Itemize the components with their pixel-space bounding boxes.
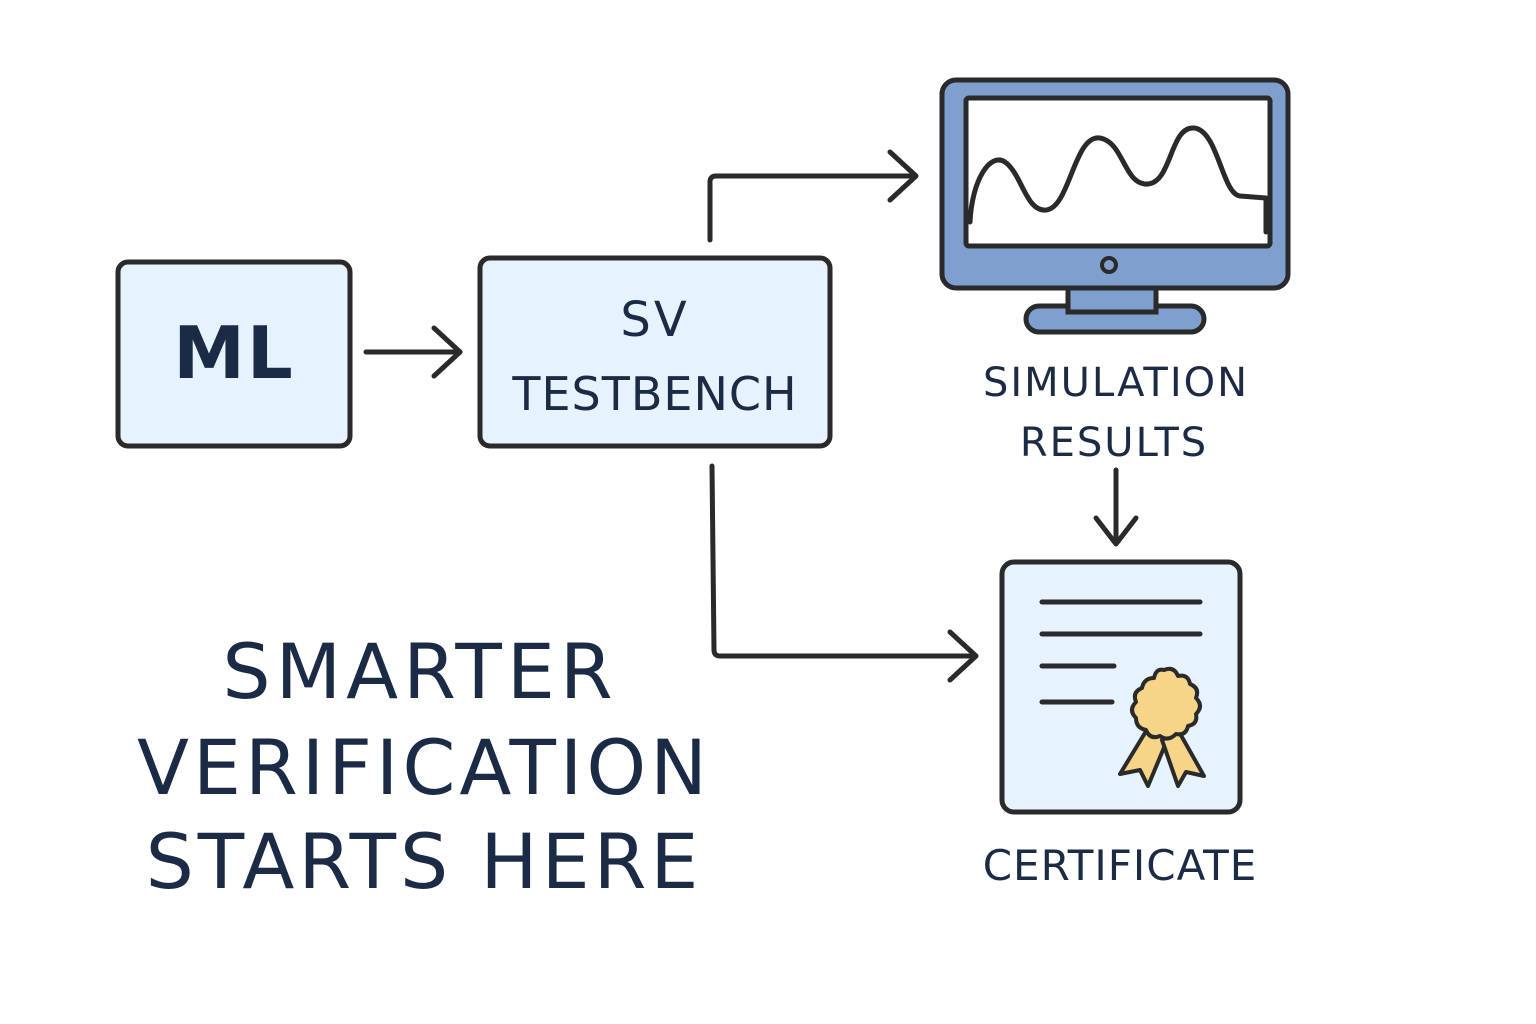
tagline-line2: VERIFICATION xyxy=(137,723,711,812)
tagline: SMARTER VERIFICATION STARTS HERE xyxy=(137,627,711,906)
certificate-icon xyxy=(999,559,1243,815)
certificate-label: CERTIFICATE xyxy=(983,841,1258,890)
ml-node: ML xyxy=(115,259,353,449)
ml-label: ML xyxy=(173,311,295,395)
seal-ribbon xyxy=(1118,726,1206,788)
tagline-line1: SMARTER xyxy=(222,627,617,716)
arrow-ml-to-testbench xyxy=(363,325,463,379)
waveform-line xyxy=(967,125,1269,235)
simulation-label-line2: RESULTS xyxy=(1020,420,1208,466)
arrow-simulation-to-certificate xyxy=(1093,467,1139,547)
arrow-testbench-to-certificate xyxy=(709,463,979,683)
testbench-label-line1: SV xyxy=(620,292,689,348)
tagline-line3: STARTS HERE xyxy=(146,817,703,906)
arrow-testbench-to-simulation xyxy=(707,149,919,243)
testbench-label-line2: TESTBENCH xyxy=(511,367,797,421)
monitor-icon xyxy=(939,77,1291,335)
testbench-box xyxy=(477,255,833,449)
seal-rosette xyxy=(1130,666,1202,741)
simulation-label-line1: SIMULATION xyxy=(983,360,1249,406)
testbench-node: SV TESTBENCH xyxy=(477,255,833,449)
monitor-power-button xyxy=(1100,256,1118,274)
ml-box xyxy=(115,259,353,449)
